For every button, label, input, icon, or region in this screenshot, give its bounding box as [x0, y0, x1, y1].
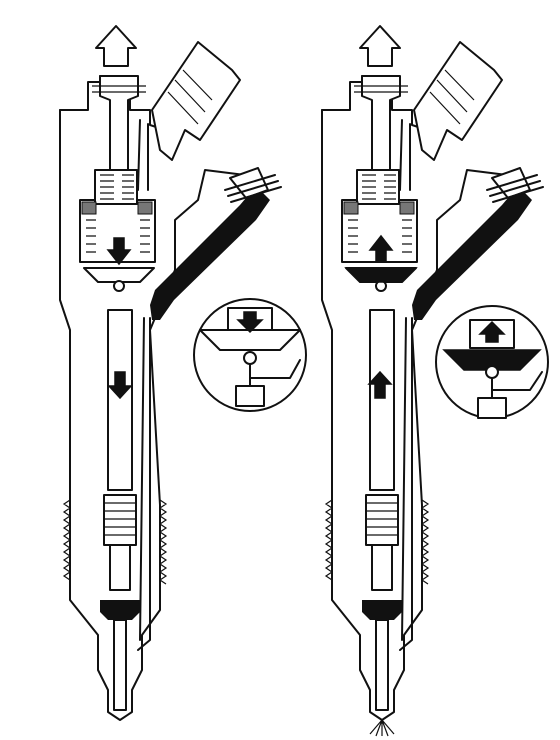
arrow-down-icon	[106, 237, 132, 266]
magnifier-detail-icon	[193, 298, 307, 412]
arrow-up-icon	[368, 234, 394, 263]
arrow-up-outline-icon	[359, 25, 401, 67]
injector-right	[321, 25, 549, 737]
injector-left	[59, 25, 307, 721]
arrow-up-outline-icon	[95, 25, 137, 67]
flow-arrow-up-icon	[367, 370, 393, 399]
flow-arrow-down-icon	[107, 371, 133, 400]
nozzle-spray-icon	[369, 719, 395, 737]
magnifier-detail-icon	[435, 305, 549, 419]
